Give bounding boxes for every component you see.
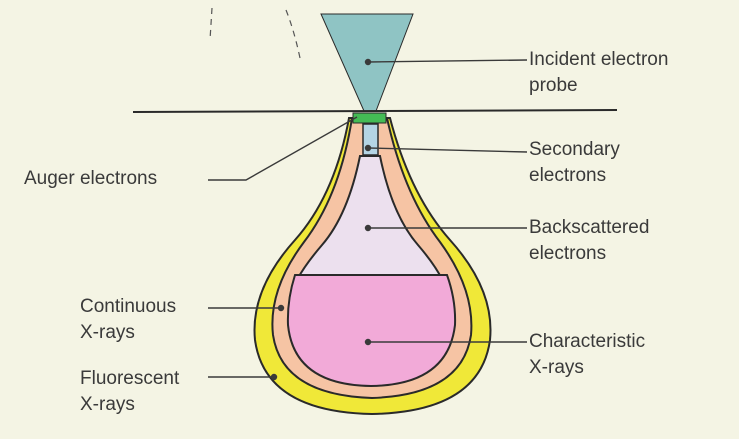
fluorescent-label-line2: X-rays <box>80 392 179 418</box>
incident-probe-label: Incident electron probe <box>529 47 668 99</box>
characteristic-leader-dot <box>366 340 371 345</box>
incident-label-line1: Incident electron <box>529 47 668 73</box>
characteristic-xrays-label: Characteristic X-rays <box>529 329 645 381</box>
backscattered-label-line2: electrons <box>529 241 649 267</box>
continuous-label-line2: X-rays <box>80 320 176 346</box>
continuous-label-line1: Continuous <box>80 294 176 320</box>
secondary-electrons-label: Secondary electrons <box>529 137 620 189</box>
secondary-electron-region <box>363 124 378 155</box>
backscattered-label-line1: Backscattered <box>529 215 649 241</box>
characteristic-label-line1: Characteristic <box>529 329 645 355</box>
fluorescent-leader-dot <box>272 375 277 380</box>
auger-layer <box>353 113 386 123</box>
continuous-xrays-label: Continuous X-rays <box>80 294 176 346</box>
incident-leader-dot <box>366 60 371 65</box>
characteristic-xray-region <box>288 275 455 386</box>
secondary-label-line1: Secondary <box>529 137 620 163</box>
continuous-leader-dot <box>279 306 284 311</box>
backscattered-electrons-label: Backscattered electrons <box>529 215 649 267</box>
auger-electrons-label: Auger electrons <box>24 166 157 192</box>
secondary-label-line2: electrons <box>529 163 620 189</box>
characteristic-label-line2: X-rays <box>529 355 645 381</box>
secondary-leader-dot <box>366 146 371 151</box>
fluorescent-label-line1: Fluorescent <box>80 366 179 392</box>
fluorescent-xrays-label: Fluorescent X-rays <box>80 366 179 418</box>
auger-label-line1: Auger electrons <box>24 166 157 192</box>
backscattered-leader-dot <box>366 226 371 231</box>
incident-label-line2: probe <box>529 73 668 99</box>
